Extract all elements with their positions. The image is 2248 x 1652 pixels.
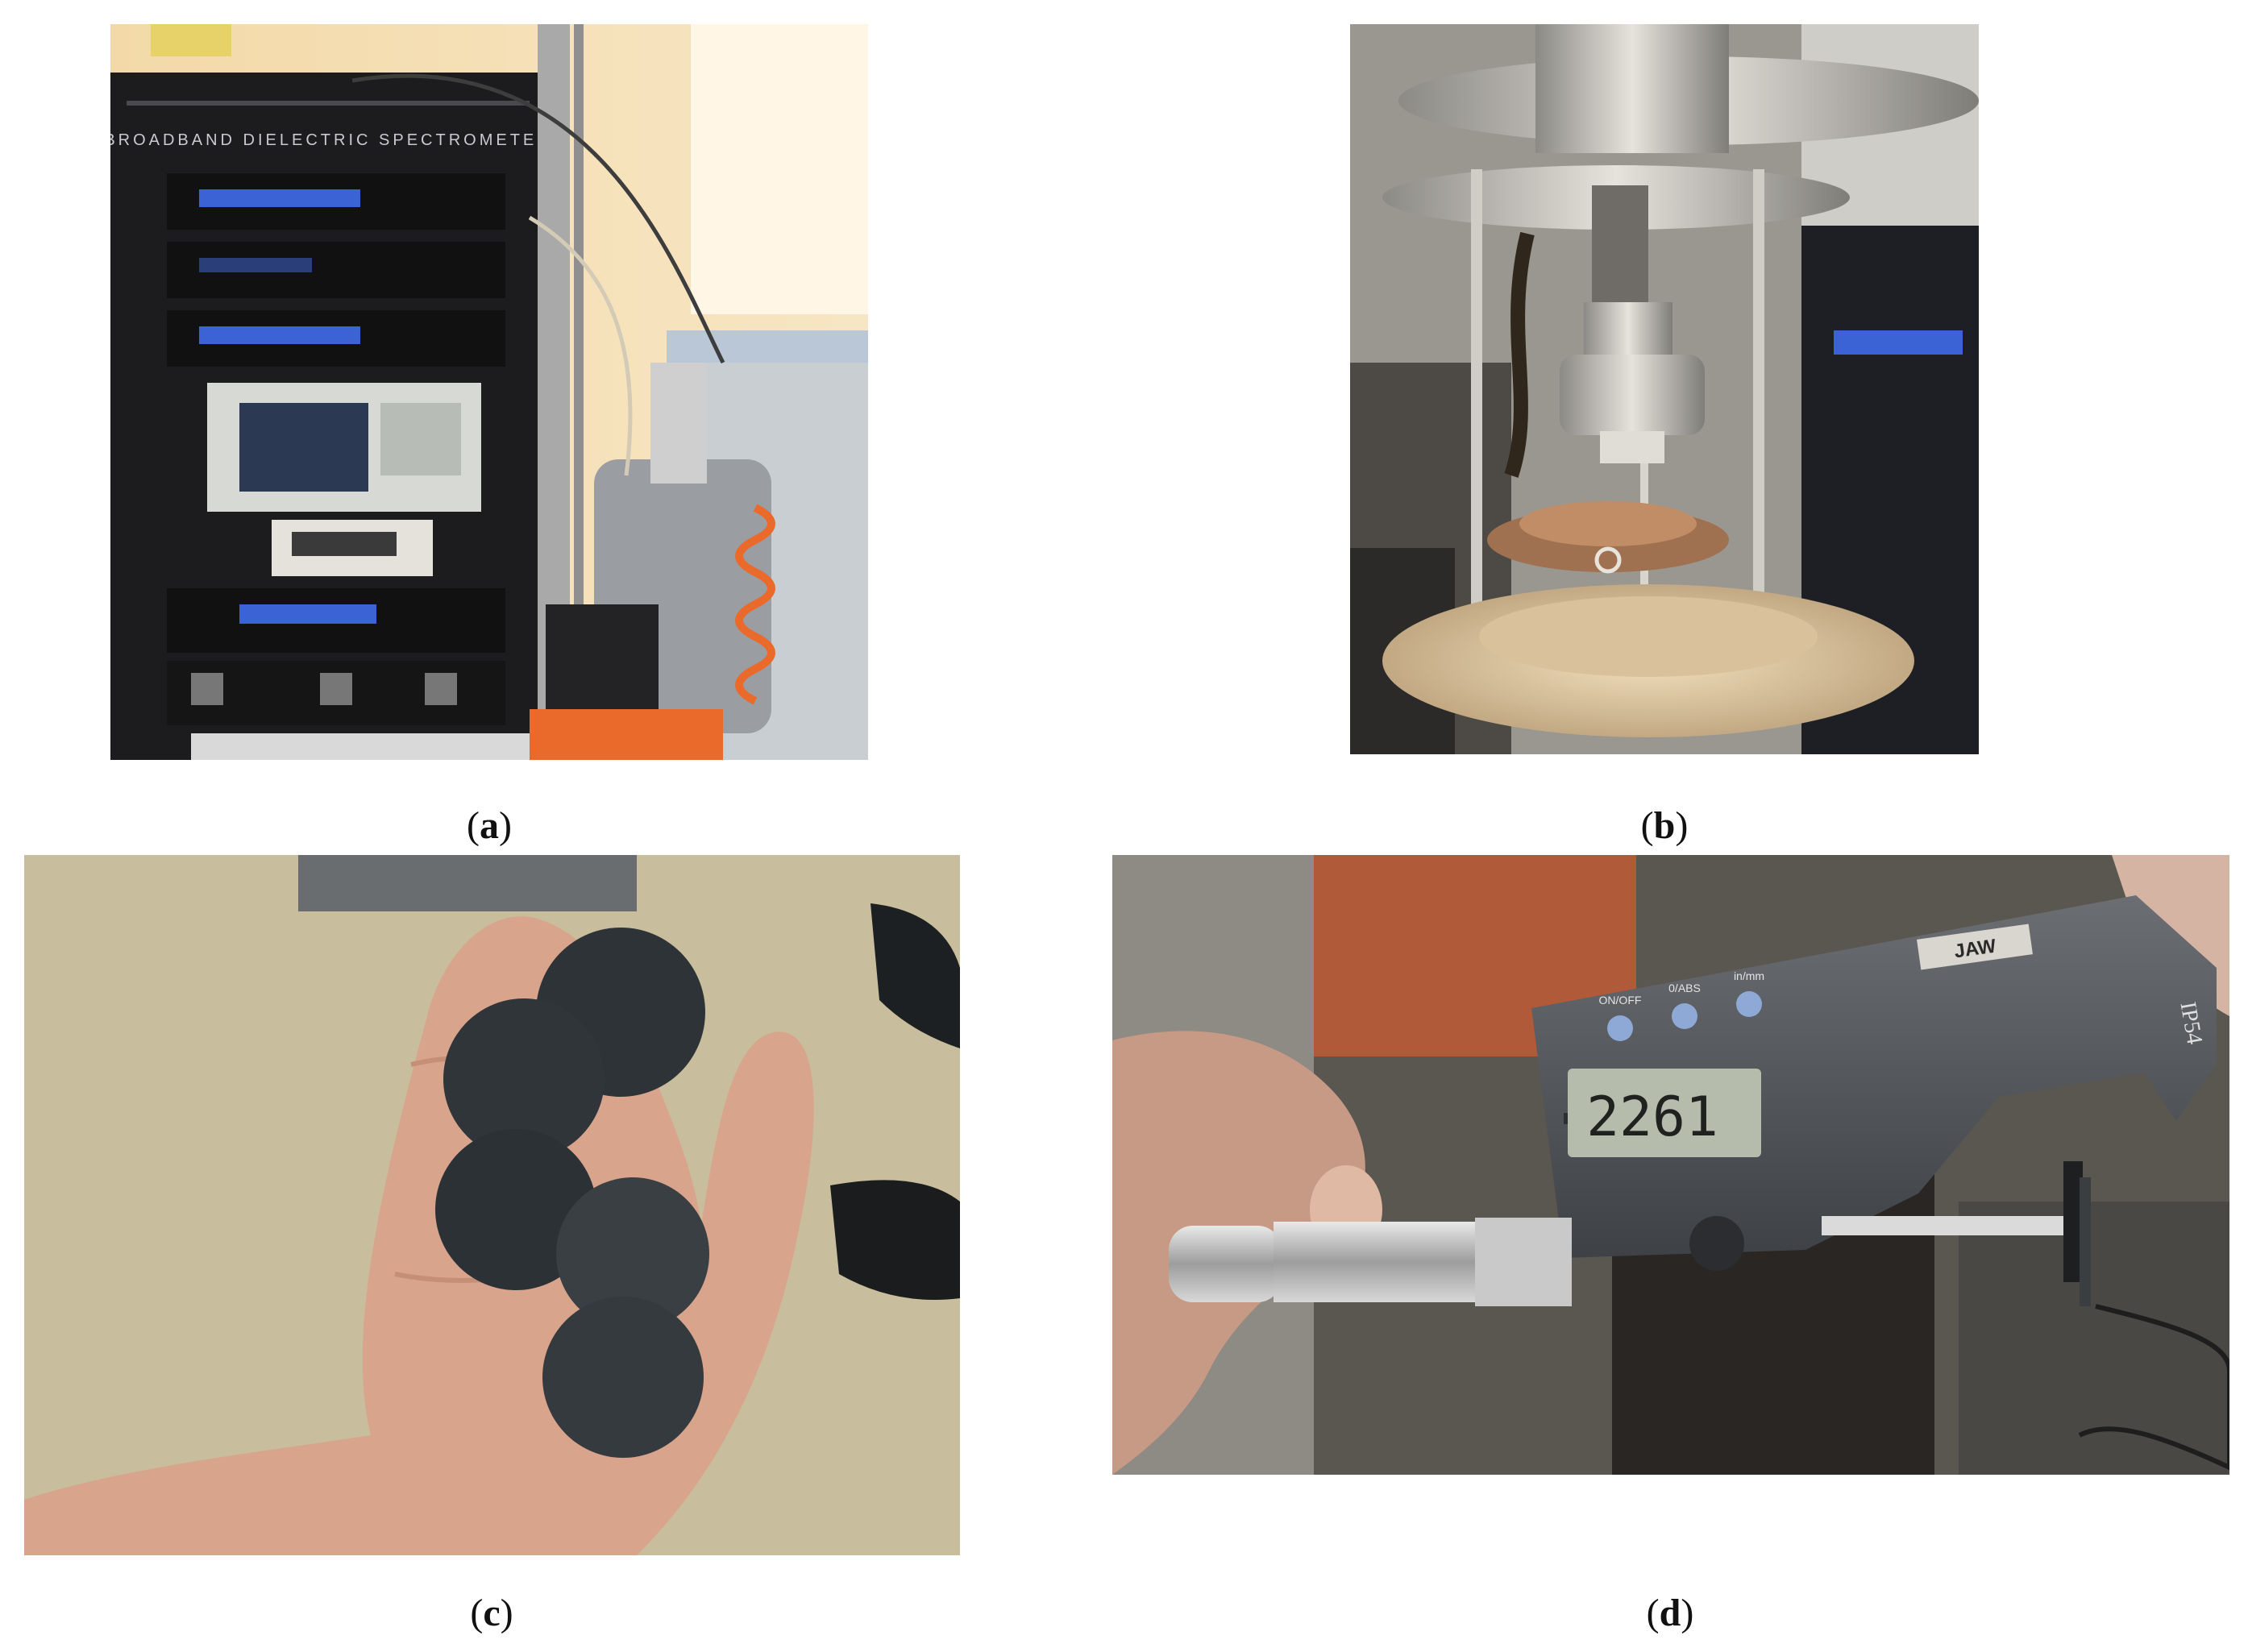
panel-label-a: (a) — [467, 804, 512, 847]
photo-spectrometer-rack: BROADBAND DIELECTRIC SPECTROMETER — [110, 24, 868, 760]
micrometer-reading: 2261 — [1586, 1085, 1718, 1149]
micrometer-button — [1672, 1003, 1697, 1029]
panel-label-d: (d) — [1646, 1592, 1694, 1634]
micrometer-button — [1607, 1015, 1633, 1041]
sample-disc — [556, 1177, 709, 1330]
sample-disc — [443, 998, 605, 1160]
photo-sample-cell — [1350, 24, 1979, 754]
panel-label-c: (c) — [470, 1592, 513, 1634]
sample-discs-image — [24, 855, 960, 1555]
photo-sample-discs-in-hand — [24, 855, 960, 1555]
spectrometer-rack-image: BROADBAND DIELECTRIC SPECTROMETER — [110, 24, 868, 760]
button-label-onoff: ON/OFF — [1599, 994, 1642, 1007]
rack-title: BROADBAND DIELECTRIC SPECTROMETER — [110, 131, 552, 149]
photo-digital-micrometer: 2261 ON/OFF 0/ABS in/mm JAW IP54 — [1112, 855, 2229, 1475]
digital-micrometer-image: 2261 ON/OFF 0/ABS in/mm JAW IP54 — [1112, 855, 2229, 1475]
sample-disc — [542, 1297, 704, 1458]
button-label-zero-abs: 0/ABS — [1668, 982, 1701, 994]
sample-cell-image — [1350, 24, 1979, 754]
panel-label-b: (b) — [1640, 804, 1689, 847]
micrometer-button — [1736, 991, 1762, 1017]
sample-disc — [435, 1129, 596, 1290]
micrometer-lcd — [1568, 1069, 1761, 1157]
button-label-in-mm: in/mm — [1734, 969, 1764, 982]
